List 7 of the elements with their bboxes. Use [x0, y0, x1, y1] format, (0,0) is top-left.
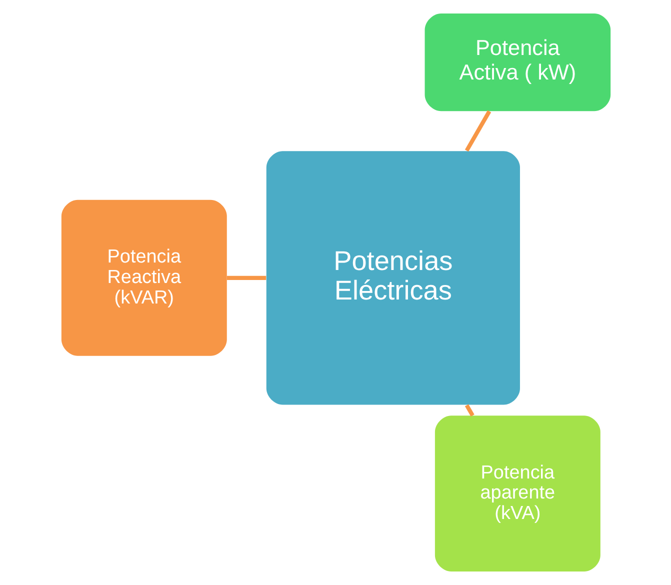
node-box: Potencia Reactiva (kVAR)	[60, 200, 226, 356]
connector	[464, 110, 491, 152]
node-box: Potencias Eléctricas	[266, 151, 520, 405]
connector	[226, 276, 266, 280]
node-box: Potencia Activa ( kW)	[424, 13, 610, 112]
node-box: Potencia aparente (kVA)	[434, 416, 600, 572]
connector	[464, 404, 474, 417]
